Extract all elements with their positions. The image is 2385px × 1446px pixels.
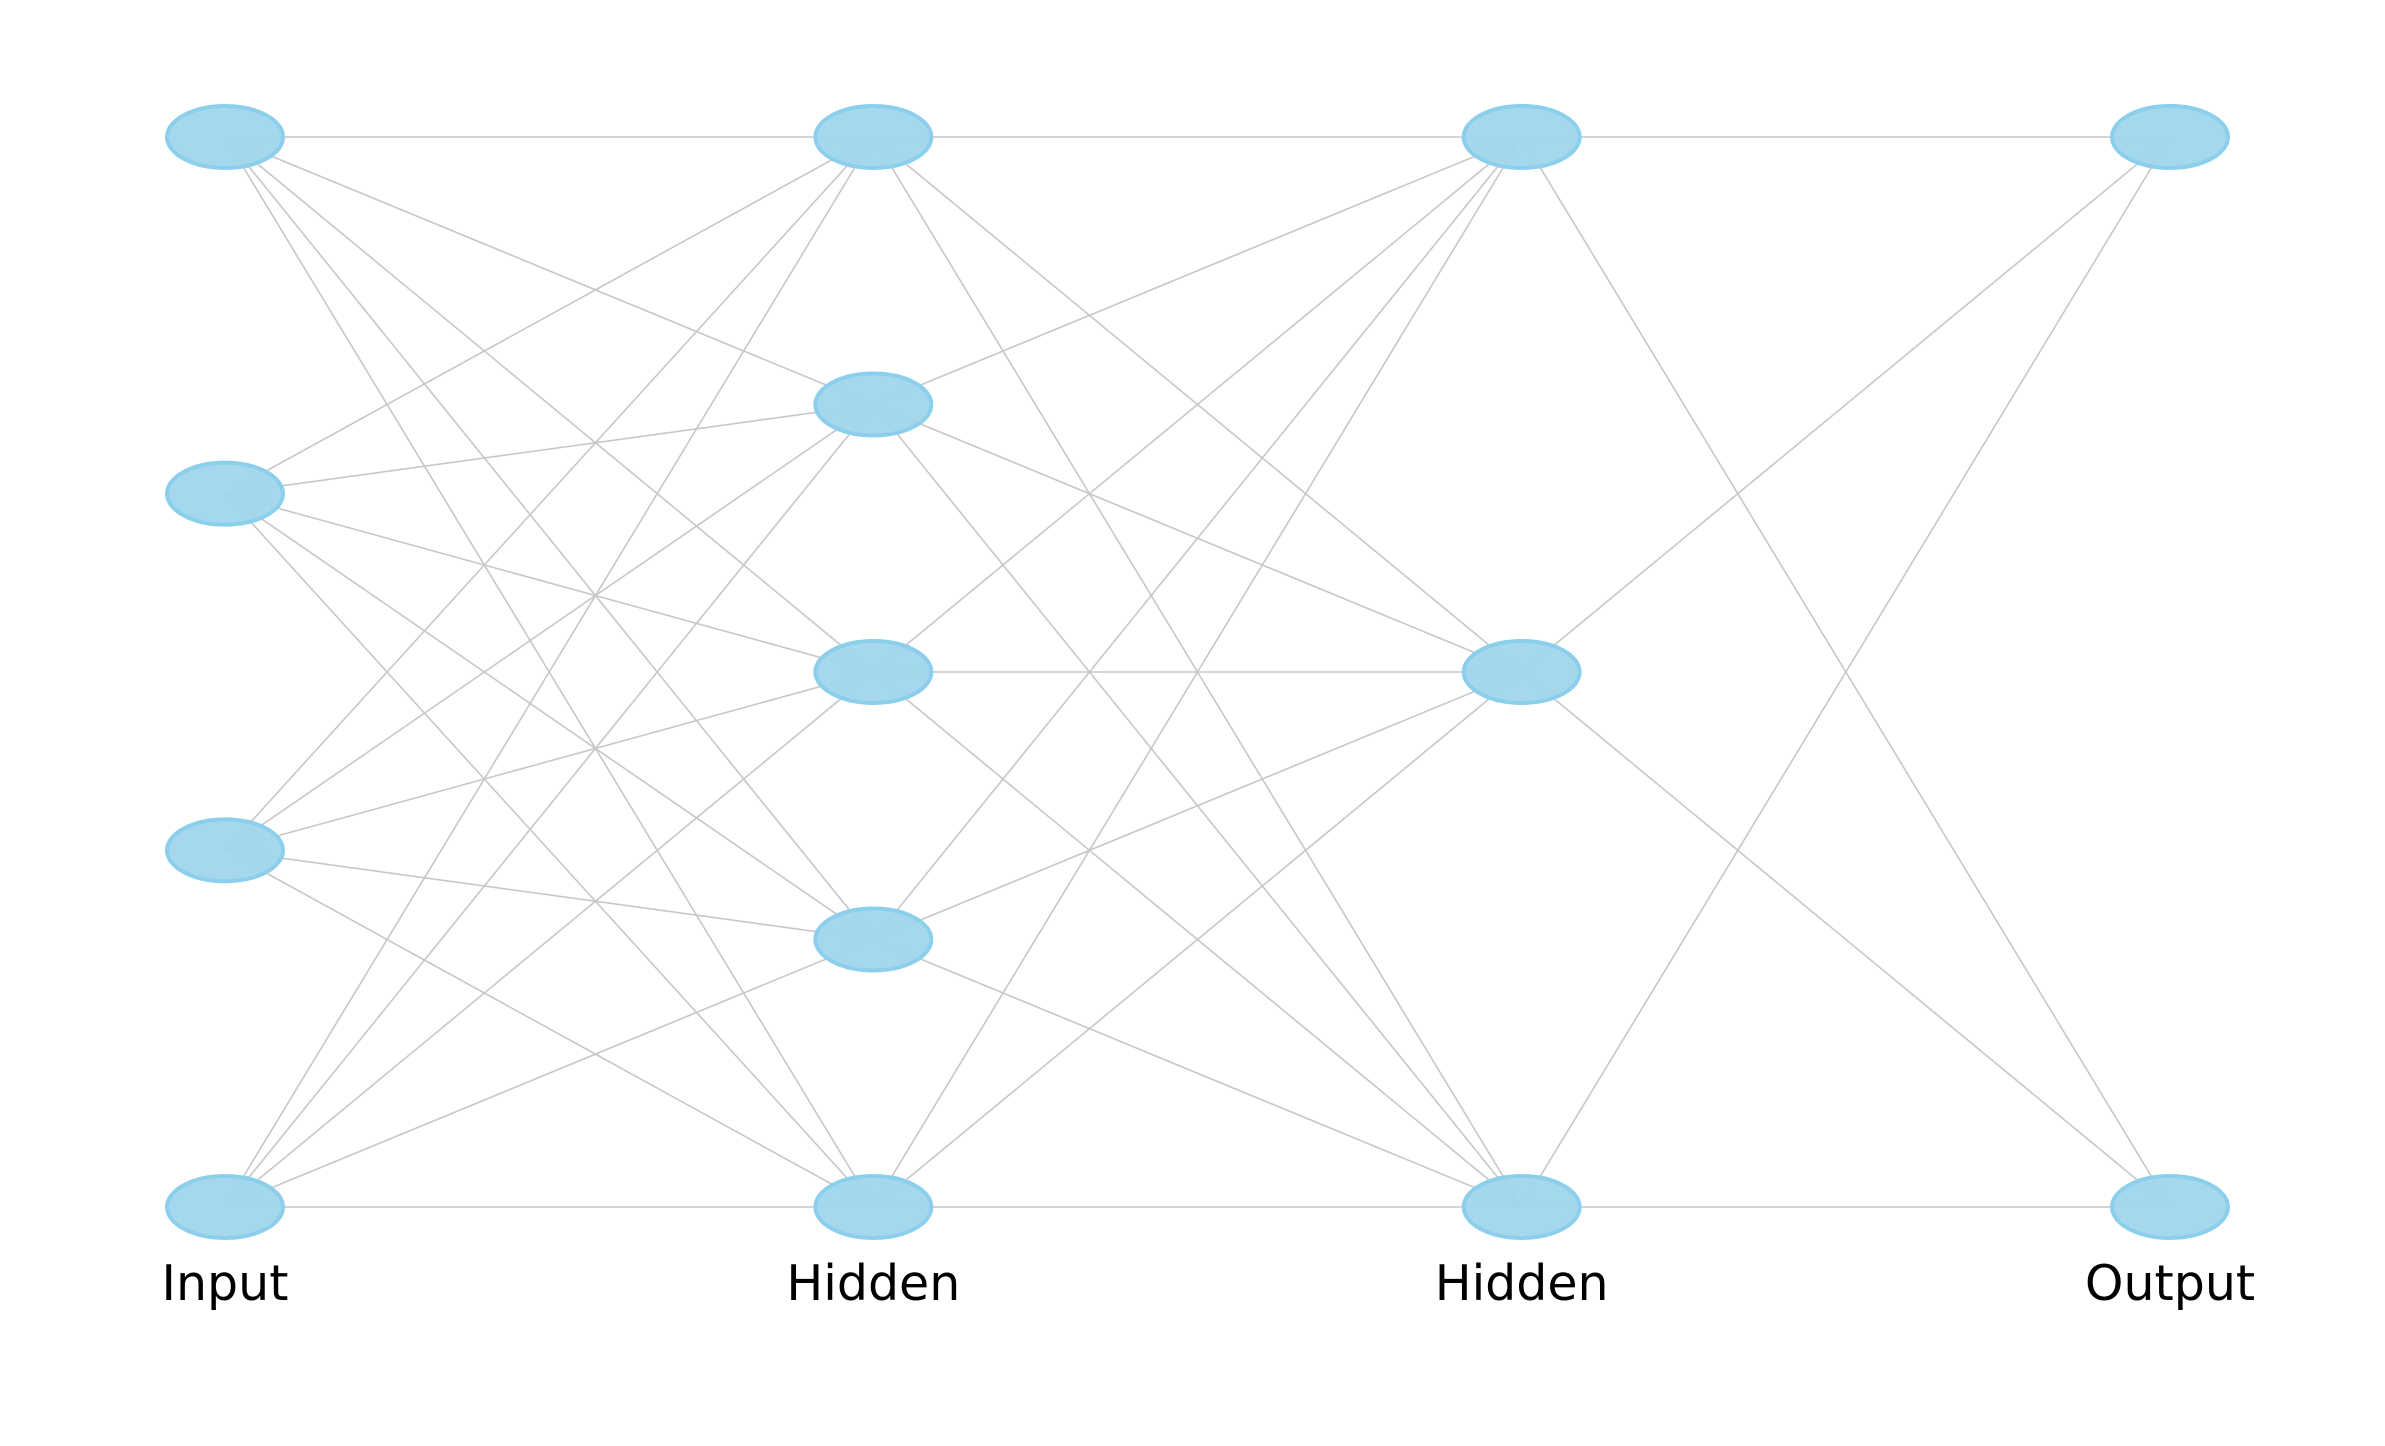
neuron-layer1-4	[165, 1174, 285, 1240]
neuron-layer1-3	[165, 817, 285, 884]
layer-label-3: Hidden	[1435, 1255, 1609, 1312]
neuron-layer2-5	[813, 1174, 934, 1240]
edge-l2n2-l3n1	[873, 136, 1522, 406]
edge-l1n2-l2n5	[224, 493, 874, 1208]
edge-l1n4-l2n2	[224, 403, 874, 1208]
edge-l2n5-l3n2	[872, 671, 1523, 1208]
neuron-layer1-1	[165, 104, 285, 170]
layer-labels: Input Hidden Hidden Output	[162, 1255, 2256, 1312]
neuron-layer2-1	[813, 104, 934, 170]
neuron-layer3-1	[1461, 104, 1582, 170]
edge-l1n1-l2n3	[224, 136, 874, 673]
neurons	[165, 104, 2230, 1240]
layer-label-4: Output	[2085, 1255, 2255, 1312]
edge-l3n3-l4n1	[1520, 136, 2171, 1208]
neuron-layer4-1	[2110, 104, 2230, 170]
neuron-layer2-3	[813, 639, 934, 705]
edge-l1n4-l2n1	[224, 136, 875, 1208]
edge-l2n4-l3n3	[873, 938, 1522, 1208]
connections	[224, 136, 2171, 1208]
edge-l3n2-l4n2	[1521, 671, 2171, 1208]
neuron-layer1-2	[165, 460, 285, 527]
neuron-layer2-2	[813, 371, 934, 438]
edge-l1n4-l2n4	[224, 938, 874, 1208]
edge-l1n3-l2n1	[224, 136, 874, 851]
neuron-layer3-2	[1461, 639, 1582, 705]
edge-l1n2-l2n2	[224, 403, 874, 495]
edge-l1n3-l2n3	[224, 671, 874, 852]
edge-l1n2-l2n1	[224, 136, 874, 495]
edge-l2n5-l3n1	[872, 136, 1523, 1208]
edge-l1n1-l2n4	[224, 136, 874, 941]
edge-l2n3-l3n1	[872, 136, 1523, 673]
edge-l1n3-l2n5	[224, 849, 874, 1208]
layer-label-1: Input	[162, 1255, 289, 1312]
edge-l1n2-l2n4	[224, 493, 874, 941]
edge-l3n2-l4n1	[1521, 136, 2171, 673]
edge-l2n4-l3n2	[873, 671, 1522, 941]
edge-l1n1-l2n2	[224, 136, 874, 406]
neuron-layer4-2	[2110, 1174, 2230, 1240]
neuron-layer3-3	[1461, 1174, 1582, 1240]
edge-l1n4-l2n3	[224, 671, 874, 1208]
edge-l2n4-l3n1	[872, 136, 1523, 941]
edge-l1n2-l2n3	[224, 492, 874, 673]
edge-l1n3-l2n2	[224, 403, 874, 851]
layer-label-2: Hidden	[786, 1255, 960, 1312]
neuron-layer2-4	[813, 906, 934, 973]
edge-l1n3-l2n4	[224, 849, 874, 941]
